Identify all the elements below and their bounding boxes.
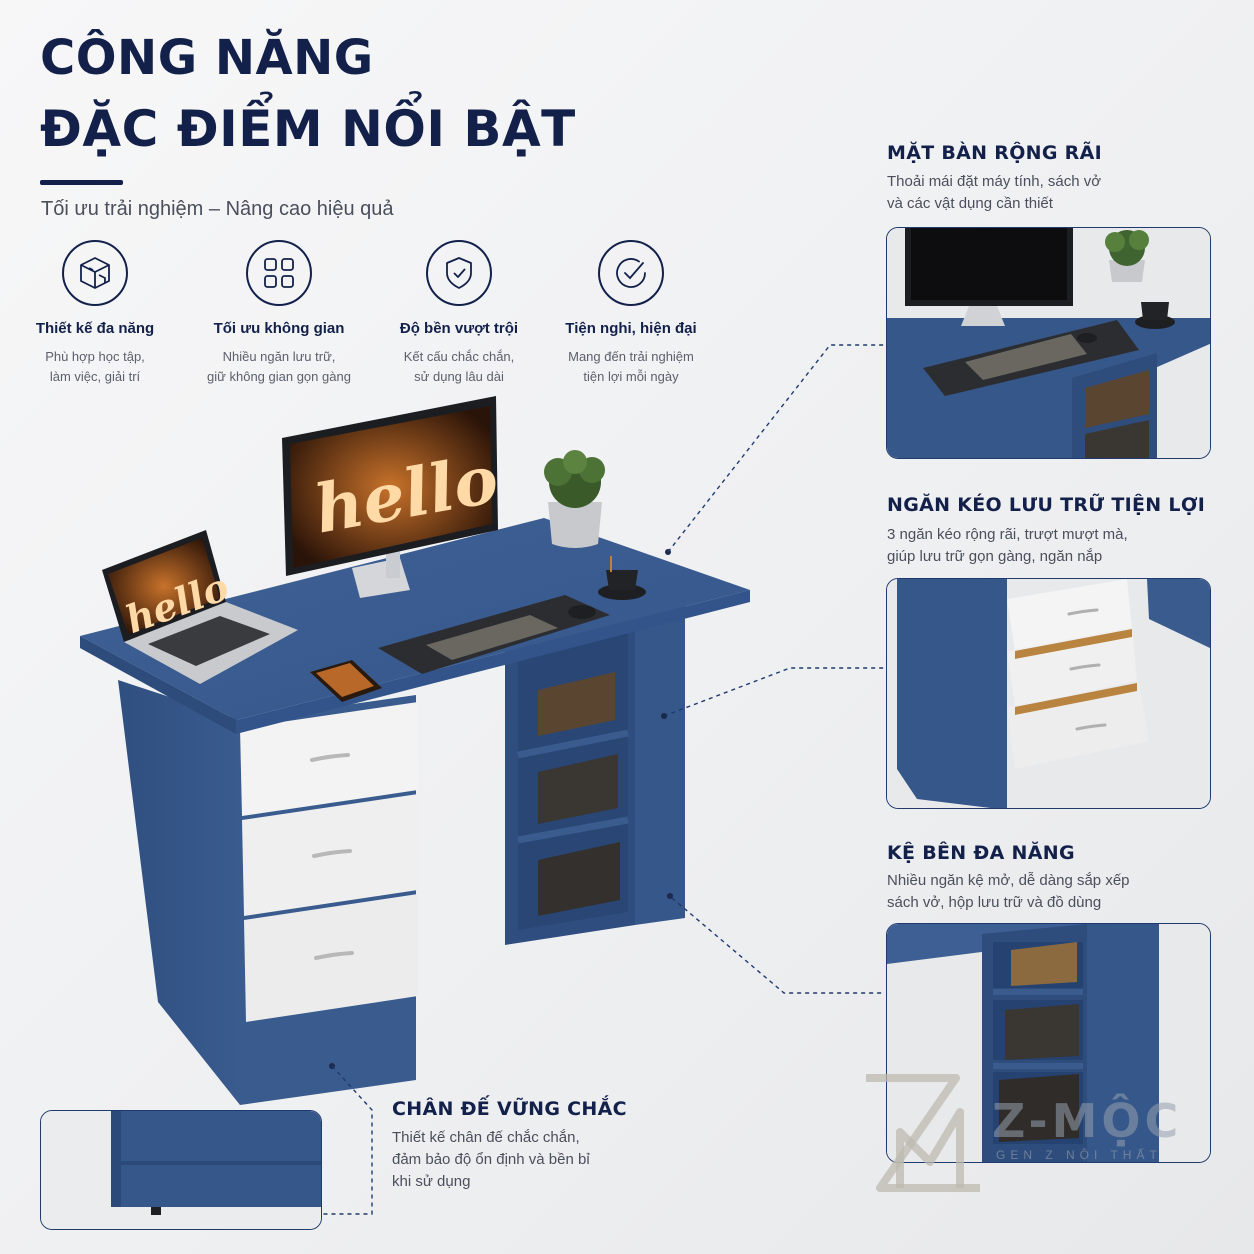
page-title-line2: ĐẶC ĐIỂM NỔI BẬT	[40, 100, 576, 158]
callout-drawers-desc: 3 ngăn kéo rộng rãi, trượt mượt mà, giúp…	[887, 526, 1128, 565]
feature-desc: Phù hợp học tập, làm việc, giải trí	[45, 349, 145, 384]
cup	[598, 556, 646, 600]
feature-title: Tối ưu không gian	[213, 320, 345, 337]
feature-space: Tối ưu không gian Nhiều ngăn lưu trữ, gi…	[184, 240, 374, 387]
phone	[310, 660, 382, 702]
plant	[544, 450, 605, 548]
callout-base-desc: Thiết kế chân đế chắc chắn, đảm bảo độ ổ…	[392, 1129, 590, 1190]
watermark-brand: Z-MỘC	[992, 1094, 1183, 1148]
drawer-pedestal	[118, 680, 418, 1105]
drawers-detail-panel	[886, 578, 1211, 809]
callout-base-title: CHÂN ĐẾ VỮNG CHẮC	[392, 1098, 627, 1120]
base-detail-panel	[40, 1110, 322, 1230]
grid-layout-icon	[246, 240, 312, 306]
monitor: hello	[282, 396, 504, 598]
feature-modern: Tiện nghi, hiện đại Mang đến trải nghiệm…	[536, 240, 726, 387]
callout-shelves-desc: Nhiều ngăn kệ mở, dễ dàng sắp xếp sách v…	[887, 872, 1130, 911]
desk-illustration: hello hello	[80, 396, 750, 1105]
feature-title: Thiết kế đa năng	[35, 320, 155, 337]
callout-shelves-title: KỆ BÊN ĐA NĂNG	[887, 842, 1075, 864]
zmoc-logo-icon	[866, 1074, 980, 1192]
feature-durability: Độ bền vượt trội Kết cấu chắc chắn, sử d…	[364, 240, 554, 387]
feature-desc: Mang đến trải nghiệm tiện lợi mỗi ngày	[568, 349, 694, 384]
title-underline	[40, 180, 123, 185]
page-subtitle: Tối ưu trải nghiệm – Nâng cao hiệu quả	[41, 198, 394, 220]
desktop-detail-panel	[886, 227, 1211, 459]
feature-desc: Nhiều ngăn lưu trữ, giữ không gian gọn g…	[207, 349, 351, 384]
watermark-tagline: GEN Z NỘI THẤT	[996, 1148, 1162, 1162]
feature-title: Độ bền vượt trội	[399, 320, 519, 337]
zmoc-watermark: Z-MỘC GEN Z NỘI THẤT	[860, 1072, 1220, 1198]
page-title-line1: CÔNG NĂNG	[40, 30, 374, 86]
callout-desktop-title: MẶT BÀN RỘNG RÃI	[887, 142, 1102, 164]
check-circle-icon	[598, 240, 664, 306]
desktop-surface	[80, 518, 750, 734]
shield-check-icon	[426, 240, 492, 306]
side-shelf-cabinet	[505, 604, 685, 945]
callout-drawers-title: NGĂN KÉO LƯU TRỮ TIỆN LỢI	[887, 494, 1206, 516]
feature-multifunction: Thiết kế đa năng Phù hợp học tập, làm vi…	[0, 240, 190, 387]
shelves-detail-panel	[886, 923, 1211, 1163]
feature-desc: Kết cấu chắc chắn, sử dụng lâu dài	[403, 349, 515, 384]
callout-desktop-desc: Thoải mái đặt máy tính, sách vở và các v…	[887, 173, 1102, 212]
box-design-icon	[62, 240, 128, 306]
laptop: hello	[102, 530, 298, 684]
feature-title: Tiện nghi, hiện đại	[565, 320, 697, 337]
